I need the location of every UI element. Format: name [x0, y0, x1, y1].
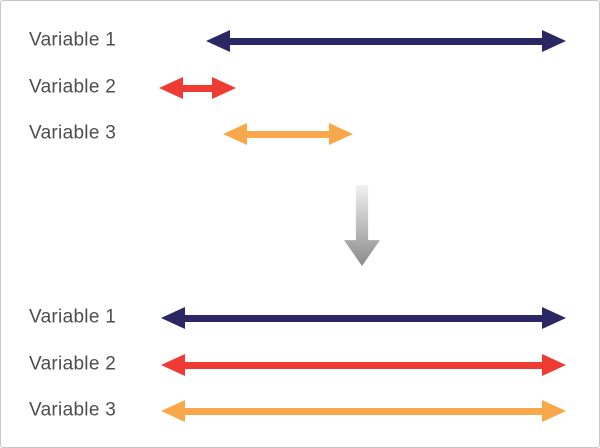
arrow-right-head-icon [329, 123, 353, 145]
variable-label: Variable 2 [29, 76, 117, 98]
range-arrow-red [159, 77, 236, 99]
range-arrow-orange [161, 400, 566, 422]
arrow-right-head-icon [542, 307, 566, 329]
arrow-left-head-icon [161, 307, 185, 329]
range-arrow-navy [161, 307, 566, 329]
arrow-shaft [185, 361, 542, 369]
arrow-right-head-icon [212, 77, 236, 99]
arrow-right-head-icon [542, 400, 566, 422]
arrow-shaft [185, 407, 542, 415]
arrow-left-head-icon [161, 400, 185, 422]
arrow-left-head-icon [206, 30, 230, 52]
arrow-right-head-icon [542, 30, 566, 52]
variable-label: Variable 1 [29, 29, 117, 51]
down-arrow-icon [344, 185, 380, 266]
variable-label: Variable 3 [29, 122, 117, 144]
range-arrow-navy [206, 30, 566, 52]
arrow-left-head-icon [161, 354, 185, 376]
arrow-left-head-icon [223, 123, 247, 145]
variable-label: Variable 2 [29, 353, 117, 375]
arrow-left-head-icon [159, 77, 183, 99]
arrow-shaft [230, 37, 542, 45]
arrow-shaft [247, 130, 329, 138]
variable-label: Variable 3 [29, 399, 117, 421]
range-arrow-red [161, 354, 566, 376]
variable-label: Variable 1 [29, 306, 117, 328]
arrow-right-head-icon [542, 354, 566, 376]
arrow-shaft [185, 314, 542, 322]
arrow-shaft [183, 84, 212, 92]
range-arrow-orange [223, 123, 353, 145]
